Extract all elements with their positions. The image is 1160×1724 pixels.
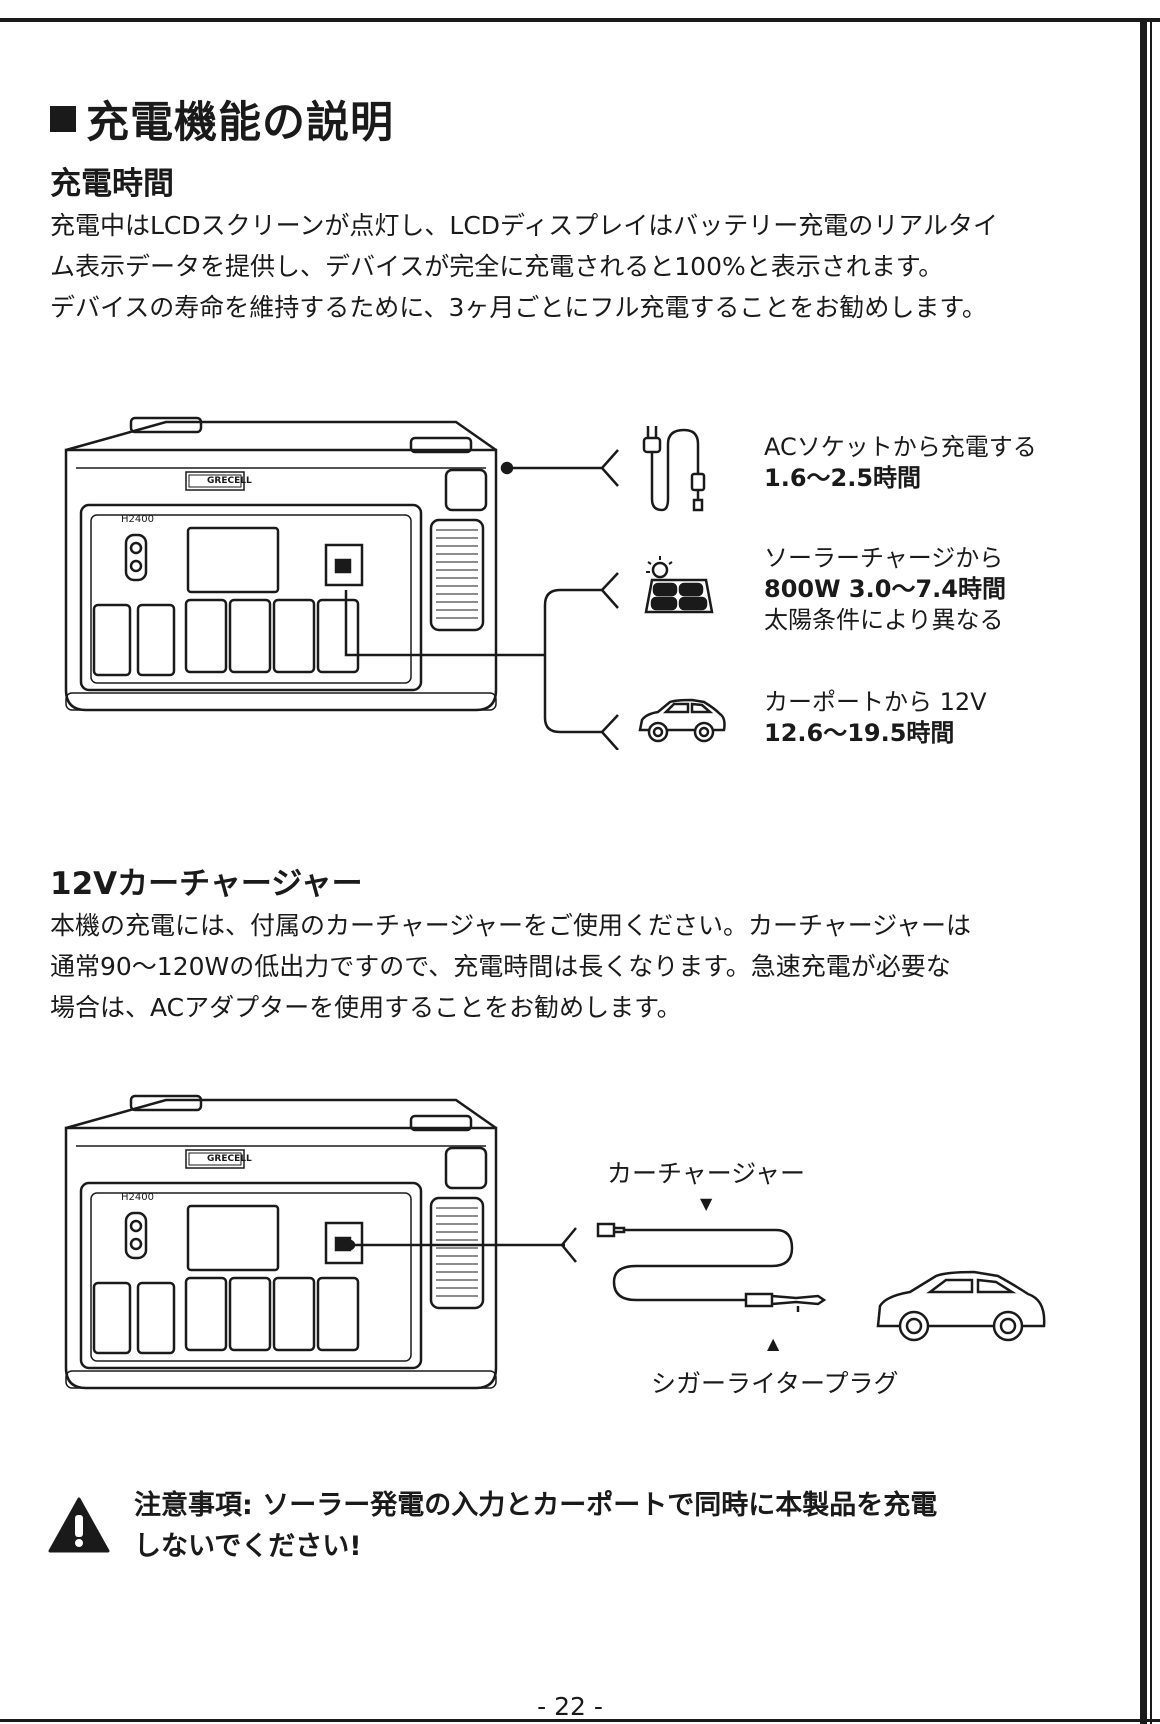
page-number: - 22 - bbox=[537, 1692, 603, 1721]
warning-icon bbox=[48, 1497, 110, 1553]
connection-lines bbox=[344, 449, 619, 750]
square-bullet-icon bbox=[50, 106, 76, 132]
paragraph-line: 通常90〜120Wの低出力ですので、充電時間は長くなります。急速充電が必要な bbox=[50, 952, 951, 981]
brand-label: GRECELL bbox=[207, 476, 252, 486]
brand-label-2: GRECELL bbox=[207, 1154, 252, 1164]
option-car: カーポートから 12V 12.6〜19.5時間 bbox=[764, 687, 987, 749]
charging-time-paragraph: 充電中はLCDスクリーンが点灯し、LCDディスプレイはバッテリー充電のリアルタイ… bbox=[50, 205, 1110, 328]
model-label-2: H2400 bbox=[121, 1192, 154, 1203]
car-icon bbox=[638, 698, 726, 743]
warning-text: 注意事項: ソーラー発電の入力とカーポートで同時に本製品を充電 しないでください… bbox=[134, 1485, 1034, 1567]
warning-line: 注意事項: ソーラー発電の入力とカーポートで同時に本製品を充電 bbox=[134, 1490, 938, 1521]
car-charger-heading: 12Vカーチャージャー bbox=[50, 866, 363, 902]
option-ac-time: 1.6〜2.5時間 bbox=[764, 464, 922, 492]
option-ac-line1: ACソケットから充電する bbox=[764, 433, 1037, 461]
cigarette-plug-callout: シガーライタープラグ bbox=[651, 1369, 899, 1398]
option-car-time: 12.6〜19.5時間 bbox=[764, 719, 955, 747]
option-car-line1: カーポートから 12V bbox=[764, 688, 987, 716]
bottom-rule bbox=[0, 1719, 1160, 1722]
option-solar: ソーラーチャージから 800W 3.0〜7.4時間 太陽条件により異なる bbox=[764, 543, 1006, 636]
car-charger-cable-icon bbox=[596, 1222, 827, 1312]
paragraph-line: デバイスの寿命を維持するために、3ヶ月ごとにフル充電することをお勧めします。 bbox=[50, 293, 987, 322]
side-bar bbox=[1140, 18, 1147, 1724]
paragraph-line: ム表示データを提供し、デバイスが完全に充電されると100%と表示されます。 bbox=[50, 252, 944, 281]
paragraph-line: 場合は、ACアダプターを使用することをお勧めします。 bbox=[50, 993, 682, 1022]
option-ac: ACソケットから充電する 1.6〜2.5時間 bbox=[764, 432, 1037, 494]
ac-plug-icon bbox=[642, 426, 706, 512]
arrow-up-icon: ▲ bbox=[767, 1334, 780, 1353]
option-solar-time: 800W 3.0〜7.4時間 bbox=[764, 575, 1006, 603]
paragraph-line: 充電中はLCDスクリーンが点灯し、LCDディスプレイはバッテリー充電のリアルタイ bbox=[50, 211, 999, 240]
car-charger-connection bbox=[344, 1227, 577, 1263]
model-label: H2400 bbox=[121, 514, 154, 525]
car-charger-paragraph: 本機の充電には、付属のカーチャージャーをご使用ください。カーチャージャーは 通常… bbox=[50, 905, 1110, 1028]
arrow-down-icon: ▼ bbox=[700, 1194, 713, 1213]
side-thin-rule bbox=[1150, 18, 1152, 1724]
power-station-illustration bbox=[64, 416, 498, 712]
paragraph-line: 本機の充電には、付属のカーチャージャーをご使用ください。カーチャージャーは bbox=[50, 911, 972, 940]
solar-panel-icon bbox=[644, 556, 714, 614]
section-title-text: 充電機能の説明 bbox=[86, 98, 394, 148]
top-rule bbox=[0, 18, 1160, 22]
car-large-icon bbox=[876, 1270, 1046, 1342]
power-station-illustration-2 bbox=[64, 1094, 498, 1390]
warning-line: しないでください! bbox=[134, 1531, 362, 1562]
section-title: 充電機能の説明 bbox=[50, 88, 394, 150]
charging-time-heading: 充電時間 bbox=[50, 166, 174, 202]
option-solar-line3: 太陽条件により異なる bbox=[764, 606, 1004, 634]
car-charger-callout: カーチャージャー bbox=[607, 1159, 806, 1188]
option-solar-line1: ソーラーチャージから bbox=[764, 544, 1004, 572]
